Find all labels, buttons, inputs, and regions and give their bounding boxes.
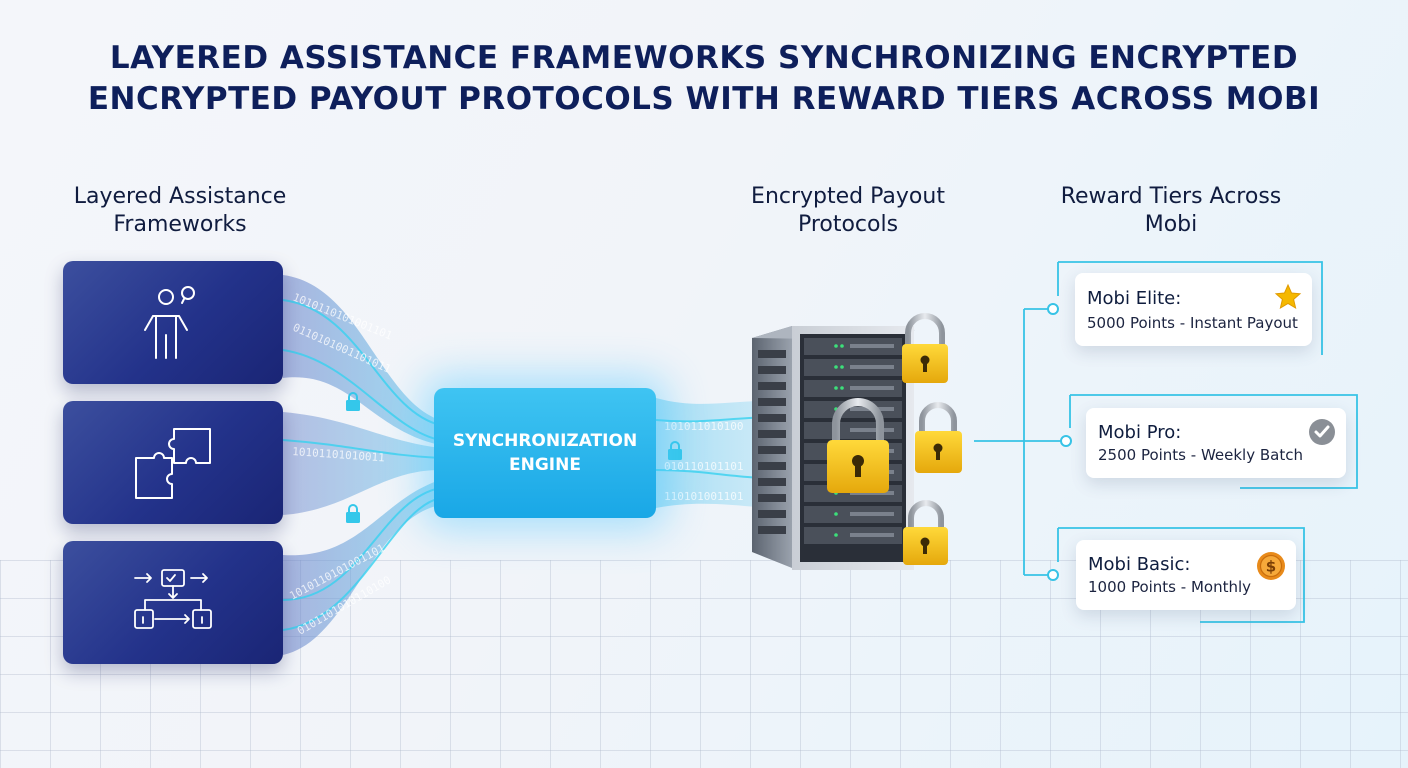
stream-mid bbox=[283, 412, 440, 515]
assistant-person-icon bbox=[144, 286, 195, 359]
connector-node bbox=[1047, 569, 1059, 581]
title-line-2: ENCRYPTED PAYOUT PROTOCOLS WITH REWARD T… bbox=[87, 81, 1321, 117]
padlock-icon bbox=[903, 500, 948, 565]
tier-card-elite: Mobi Elite: 5000 Points - Instant Payout bbox=[1075, 273, 1312, 346]
svg-text:101011010100: 101011010100 bbox=[664, 420, 743, 433]
title-line-1: LAYERED ASSISTANCE FRAMEWORKS SYNCHRONIZ… bbox=[109, 40, 1299, 76]
frame-elite bbox=[1057, 261, 1323, 355]
framework-card-assistant bbox=[63, 261, 283, 384]
engine-label-line1: SYNCHRONIZATION bbox=[452, 431, 638, 451]
tier-name: Mobi Basic: bbox=[1088, 554, 1191, 575]
stream-top bbox=[283, 275, 440, 445]
svg-text:10101101010011: 10101101010011 bbox=[292, 445, 385, 464]
tier-description: 2500 Points - Weekly Batch bbox=[1098, 446, 1303, 464]
workflow-flowchart-icon bbox=[134, 569, 212, 629]
rewards-heading: Reward Tiers Across Mobi bbox=[1030, 183, 1312, 239]
stream-bottom bbox=[283, 480, 440, 655]
payout-heading-line2: Protocols bbox=[797, 212, 899, 237]
frame-pro bbox=[1069, 394, 1358, 489]
tier-card-basic: Mobi Basic: 1000 Points - Monthly $ bbox=[1076, 540, 1296, 610]
framework-card-puzzle bbox=[63, 401, 283, 524]
tier-card-pro: Mobi Pro: 2500 Points - Weekly Batch bbox=[1086, 408, 1346, 478]
checkmark-icon bbox=[1309, 419, 1335, 445]
tier-name: Mobi Pro: bbox=[1098, 422, 1182, 443]
coin-dollar-icon: $ bbox=[1257, 552, 1285, 580]
synchronization-engine: SYNCHRONIZATION ENGINE bbox=[434, 388, 656, 518]
frameworks-heading-line2: Frameworks bbox=[113, 212, 247, 237]
payout-heading-line1: Encrypted Payout bbox=[751, 184, 945, 209]
connector-node bbox=[1047, 303, 1059, 315]
tier-description: 1000 Points - Monthly bbox=[1088, 578, 1252, 596]
star-icon bbox=[1274, 283, 1302, 310]
connector-node bbox=[1060, 435, 1072, 447]
svg-text:010110101101: 010110101101 bbox=[664, 460, 743, 473]
tier-name: Mobi Elite: bbox=[1087, 288, 1182, 309]
diagram-title: LAYERED ASSISTANCE FRAMEWORKS SYNCHRONIZ… bbox=[0, 38, 1408, 120]
padlock-icon bbox=[827, 398, 889, 493]
svg-text:110101001101: 110101001101 bbox=[664, 490, 743, 503]
padlock-icon bbox=[902, 313, 948, 383]
padlock-icon bbox=[915, 402, 962, 473]
rewards-heading-line2: Mobi bbox=[1144, 212, 1198, 237]
rewards-heading-line1: Reward Tiers Across bbox=[1060, 184, 1282, 209]
rack-side-vents bbox=[758, 350, 786, 534]
svg-text:$: $ bbox=[1266, 558, 1276, 576]
tier-description: 5000 Points - Instant Payout bbox=[1087, 314, 1298, 332]
frameworks-heading-line1: Layered Assistance bbox=[73, 184, 287, 209]
engine-label-line2: ENGINE bbox=[509, 455, 581, 475]
payout-heading: Encrypted Payout Protocols bbox=[710, 183, 986, 239]
frameworks-heading: Layered Assistance Frameworks bbox=[40, 183, 320, 239]
puzzle-pieces-icon bbox=[135, 428, 211, 499]
frame-basic bbox=[1057, 527, 1305, 623]
framework-card-workflow bbox=[63, 541, 283, 664]
